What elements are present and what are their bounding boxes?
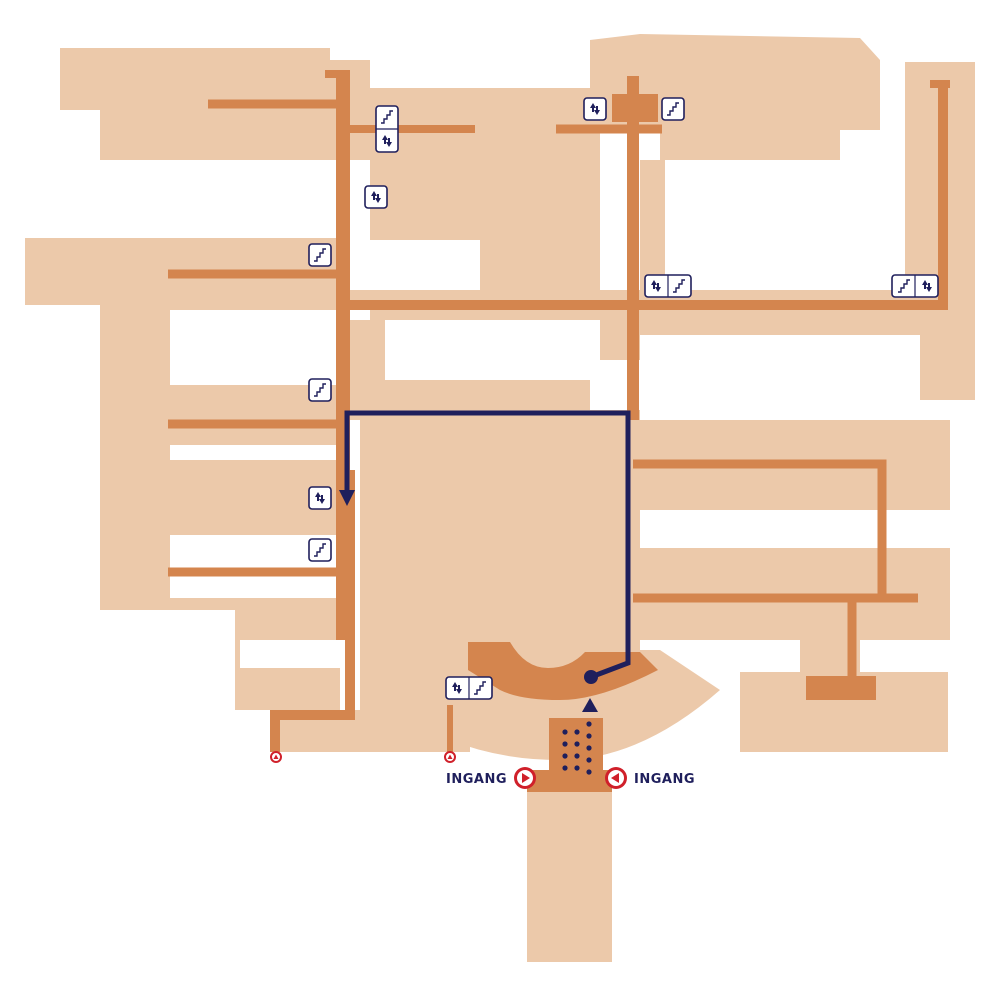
- corridor-rotunda: [468, 642, 658, 700]
- exit-marker-icon: [270, 751, 282, 763]
- stairs-icon: [308, 378, 332, 402]
- corridor-right-node: [612, 94, 658, 122]
- route-start-dot: [584, 670, 598, 684]
- stairs-icon: [308, 243, 332, 267]
- entrance-left-label: INGANG: [446, 772, 507, 787]
- building-left-lower: [100, 598, 340, 710]
- route-arrow-down: [339, 490, 355, 506]
- route-line: [344, 410, 631, 680]
- building-right-north: [640, 160, 665, 300]
- elevator-stairs-icon: [644, 274, 692, 298]
- exit-markers: [270, 751, 456, 763]
- stairs-elevator-stack-icon: [375, 105, 399, 153]
- elevator-icon: [364, 185, 388, 209]
- elevator-icon: [308, 486, 332, 510]
- entrances: INGANG INGANG: [446, 767, 695, 789]
- corridor-east-node: [806, 676, 876, 700]
- corridors: [168, 70, 950, 792]
- corridor-left-spine-lower: [270, 470, 355, 752]
- building-right-lower: [640, 548, 950, 690]
- corridor-east-1: [633, 459, 887, 598]
- footstep-dots: [562, 721, 592, 775]
- stairs-elevator-icon: [891, 274, 939, 298]
- route: [339, 410, 631, 775]
- entrance-arrow-icon: [514, 767, 536, 789]
- building-central-west: [340, 320, 385, 420]
- entrance-path: [527, 790, 612, 962]
- building-left-wing: [25, 238, 340, 598]
- map-icons: [308, 97, 939, 700]
- elevator-stairs-icon: [445, 676, 493, 700]
- building-bottom-strip: [270, 710, 470, 752]
- entrance-right[interactable]: INGANG: [605, 767, 695, 789]
- entrance-left[interactable]: INGANG: [446, 767, 536, 789]
- stairs-icon: [661, 97, 685, 121]
- entrance-arrow-icon: [605, 767, 627, 789]
- buildings: [25, 34, 975, 962]
- building-top-right: [590, 34, 880, 160]
- stairs-icon: [308, 538, 332, 562]
- entrance-right-label: INGANG: [634, 772, 695, 787]
- building-central-north: [420, 160, 600, 300]
- route-arrow-up: [582, 698, 598, 712]
- building-right-bottom: [740, 672, 948, 752]
- exit-marker-icon: [444, 751, 456, 763]
- elevator-icon: [583, 97, 607, 121]
